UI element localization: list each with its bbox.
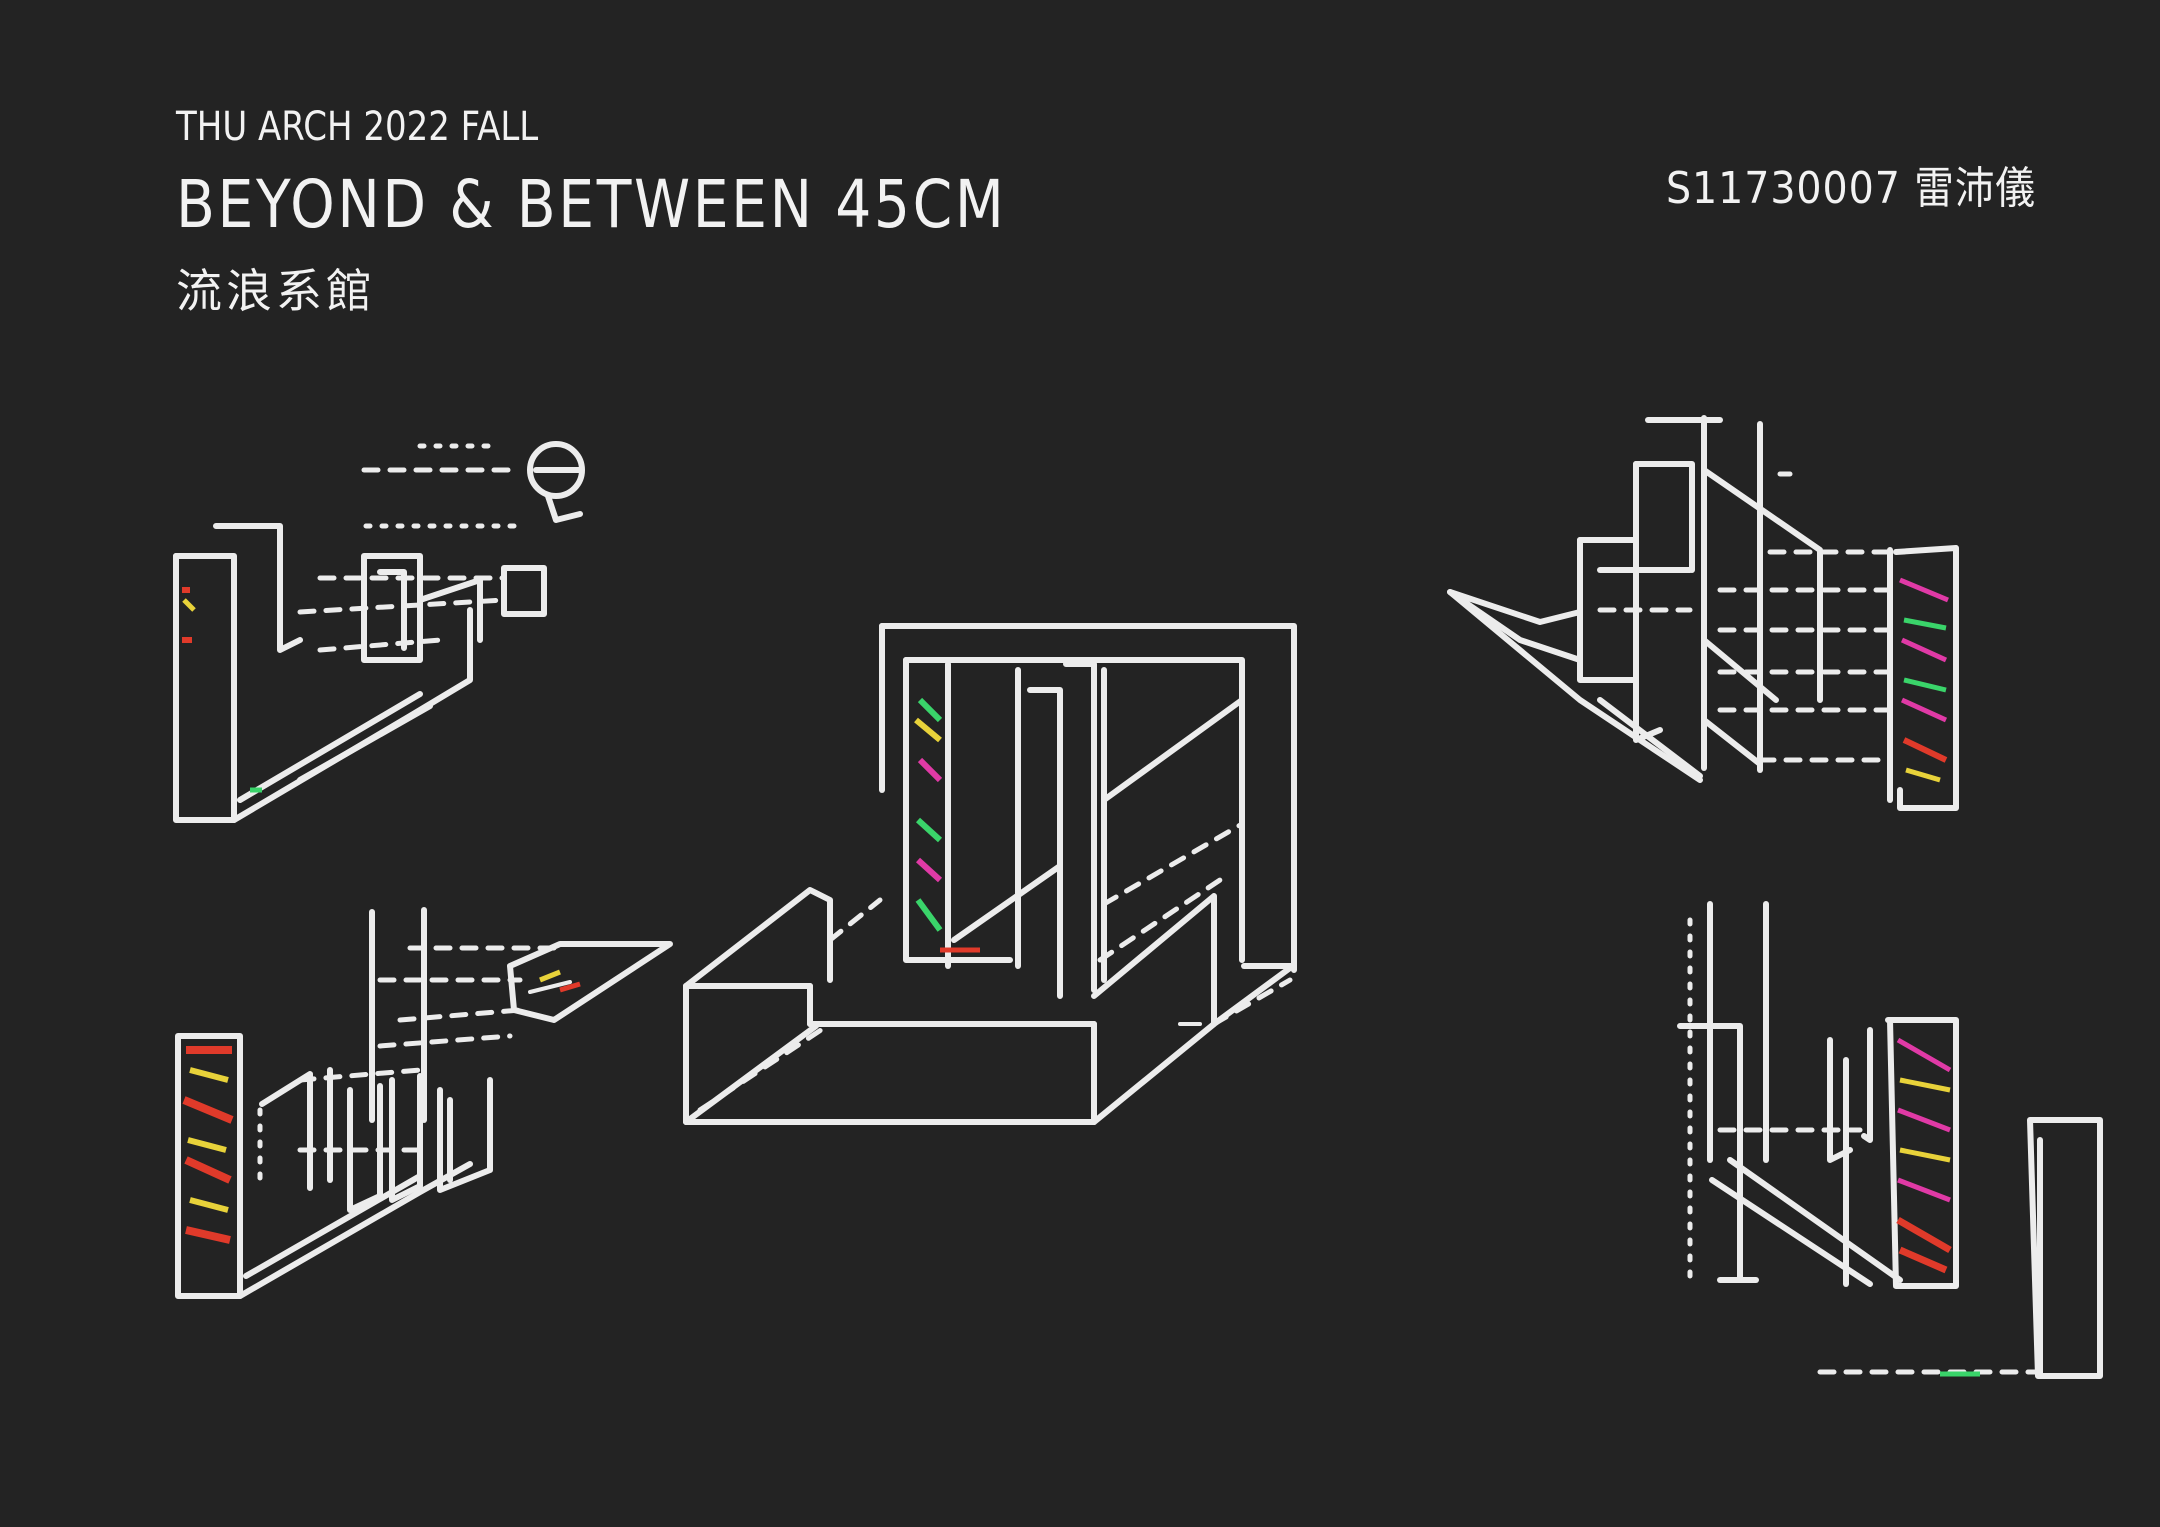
axonometric-bottom-left <box>175 907 673 1299</box>
axonometric-top-right <box>1447 415 1959 811</box>
course-label: THU ARCH 2022 FALL <box>176 104 539 150</box>
axonometric-bottom-right <box>1677 901 2103 1379</box>
axonometric-center <box>683 623 1297 1125</box>
axonometric-top-left <box>173 441 585 823</box>
page-title: BEYOND & BETWEEN 45CM <box>176 166 1007 243</box>
author-label: S11730007 雷沛儀 <box>1666 163 2036 214</box>
page-subtitle: 流浪系館 <box>176 264 376 318</box>
